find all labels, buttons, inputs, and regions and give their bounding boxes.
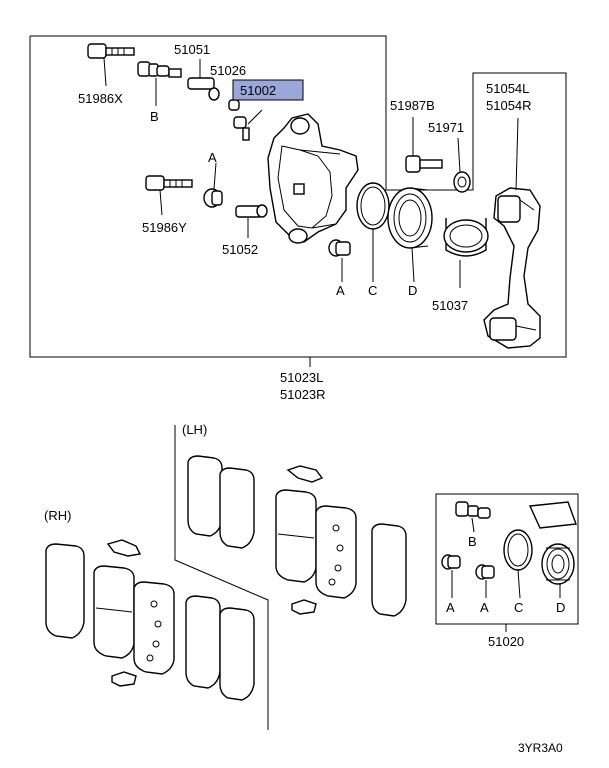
seal-kit-boot-a-right[interactable] bbox=[475, 564, 495, 598]
label-51971: 51971 bbox=[428, 120, 464, 135]
label-51986x: 51986X bbox=[78, 91, 123, 106]
pad-clip-rh-bottom[interactable] bbox=[111, 671, 137, 687]
label-a-kit-right: A bbox=[480, 600, 489, 615]
brake-pad-lh-lower-pair[interactable] bbox=[185, 595, 255, 701]
brake-pad-lh-outer[interactable] bbox=[187, 455, 255, 549]
label-c-kit: C bbox=[514, 600, 523, 615]
label-d-upper: D bbox=[408, 283, 417, 298]
label-51054l: 51054L bbox=[486, 81, 529, 96]
brake-pad-lh-inner[interactable] bbox=[275, 489, 357, 599]
seal-kit-dust-boot-d[interactable] bbox=[541, 543, 575, 598]
guide-pin-bolt-x[interactable] bbox=[87, 43, 135, 87]
pad-shim-lh-top[interactable] bbox=[286, 465, 324, 483]
pin-boot-a-upper[interactable] bbox=[203, 162, 223, 208]
lh-bracket-lines bbox=[174, 425, 269, 730]
brake-pad-rh-inner[interactable] bbox=[93, 565, 175, 675]
guide-pin-bolt-y[interactable] bbox=[145, 175, 193, 216]
seal-kit-frame bbox=[435, 493, 579, 625]
caliper-assembly-frame bbox=[29, 35, 567, 358]
pad-clip-lh-bottom[interactable] bbox=[291, 599, 317, 615]
label-51023r: 51023R bbox=[280, 387, 326, 402]
label-b-kit: B bbox=[468, 534, 477, 549]
label-d-kit: D bbox=[556, 600, 565, 615]
guide-pin-51051[interactable] bbox=[187, 59, 220, 101]
caliper-body[interactable] bbox=[267, 113, 359, 244]
label-51037: 51037 bbox=[432, 298, 468, 313]
bleeder-screw-51002[interactable] bbox=[233, 109, 263, 141]
label-51020: 51020 bbox=[488, 634, 524, 649]
label-51026: 51026 bbox=[210, 63, 246, 78]
boot-cap-51971[interactable] bbox=[453, 137, 471, 193]
label-51986y: 51986Y bbox=[142, 220, 187, 235]
seal-kit-piston-seal-c[interactable] bbox=[503, 529, 533, 599]
highlight-51002[interactable] bbox=[232, 79, 304, 101]
brake-pad-rh-outer[interactable] bbox=[45, 543, 85, 639]
label-b-top: B bbox=[150, 109, 159, 124]
pin-boot-b[interactable] bbox=[137, 61, 182, 106]
label-a-kit-left: A bbox=[446, 600, 455, 615]
brake-pad-lh-back[interactable] bbox=[371, 523, 407, 617]
label-51054r: 51054R bbox=[486, 98, 532, 113]
pin-boot-a-lower[interactable] bbox=[328, 239, 351, 282]
label-51051: 51051 bbox=[174, 42, 210, 57]
pad-shim-rh-top[interactable] bbox=[106, 539, 142, 557]
diagram-code: 3YR3A0 bbox=[518, 741, 563, 755]
label-51002: 51002 bbox=[240, 83, 276, 98]
label-a-lower: A bbox=[336, 283, 345, 298]
bolt-51987b[interactable] bbox=[405, 117, 443, 173]
guide-pin-51052[interactable] bbox=[235, 204, 268, 238]
piston-51037[interactable] bbox=[443, 218, 489, 288]
label-c-upper: C bbox=[368, 283, 377, 298]
label-rh: (RH) bbox=[44, 508, 71, 523]
label-51023l: 51023L bbox=[280, 370, 323, 385]
piston-seal-c[interactable] bbox=[356, 182, 390, 282]
seal-kit-boot-b[interactable] bbox=[455, 501, 491, 533]
label-a-upper: A bbox=[208, 150, 217, 165]
label-51052: 51052 bbox=[222, 242, 258, 257]
label-lh: (LH) bbox=[182, 422, 207, 437]
label-51987b: 51987B bbox=[390, 98, 435, 113]
seal-kit-boot-a-left[interactable] bbox=[441, 554, 461, 598]
seal-kit-grease-packet[interactable] bbox=[528, 501, 577, 529]
caliper-bracket-51054[interactable] bbox=[483, 117, 541, 349]
dust-boot-d[interactable] bbox=[387, 187, 433, 283]
